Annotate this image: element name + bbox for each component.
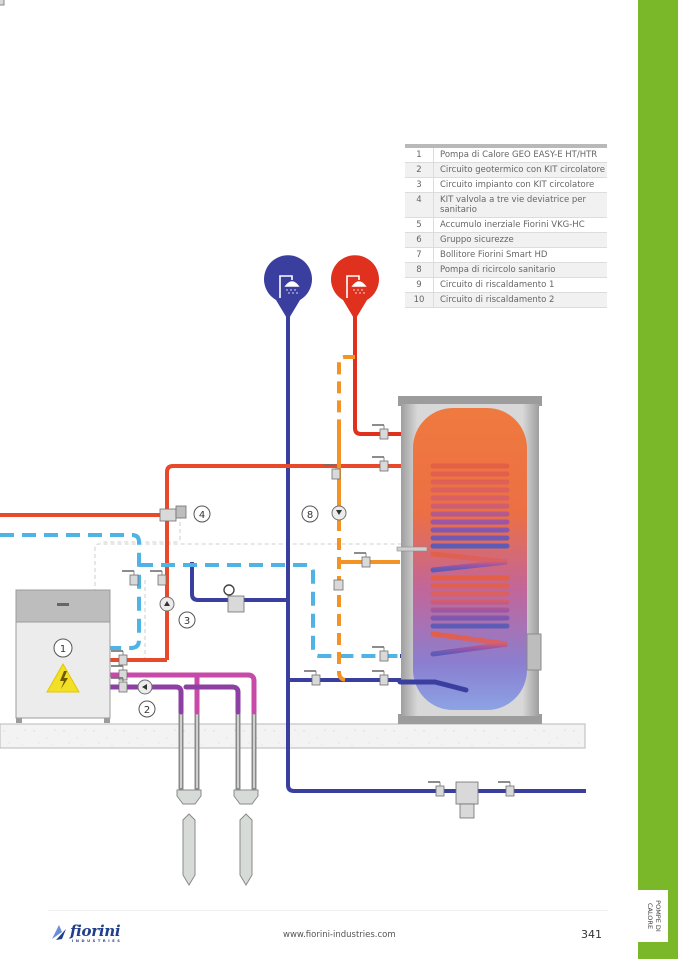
legend-number: 3 [405, 177, 434, 193]
legend-number: 2 [405, 162, 434, 178]
legend-number: 6 [405, 232, 434, 248]
recirculation-line [337, 355, 400, 682]
svg-text:8: 8 [307, 510, 313, 521]
legend-label: Circuito geotermico con KIT circolatore [433, 162, 607, 178]
callout-8: 8 [301, 505, 319, 523]
hydraulic-diagram: 1 2 3 4 8 [0, 0, 586, 886]
legend-label: Pompa di ricircolo sanitario [433, 262, 607, 278]
callout-2: 2 [138, 700, 156, 718]
hot-water-cylinder [396, 396, 542, 724]
hot-shower-marker [331, 255, 380, 320]
legend-number: 4 [405, 192, 434, 218]
geothermal-probes [176, 710, 259, 886]
legend-label: Circuito di riscaldamento 2 [433, 292, 607, 308]
return-line-dashed [0, 533, 400, 658]
legend-number: 10 [405, 292, 434, 308]
brand-name: fiorini [70, 922, 121, 940]
legend-label: Pompa di Calore GEO EASY-E HT/HTR [433, 146, 607, 163]
hot-water-lines [0, 312, 466, 662]
legend-number: 5 [405, 217, 434, 233]
control-wiring [94, 515, 420, 660]
legend-label: Circuito di riscaldamento 1 [433, 277, 607, 293]
brand-logo: fiorini INDUSTRIES [50, 922, 140, 944]
legend-number: 7 [405, 247, 434, 263]
pressure-gauge [223, 584, 235, 596]
website-link[interactable]: www.fiorini-industries.com [283, 930, 396, 940]
heating-coil [430, 463, 510, 657]
callout-4: 4 [193, 505, 211, 523]
section-sidebar [638, 0, 678, 959]
callouts: 1 2 3 4 8 [53, 505, 319, 718]
section-label: POMPE DI CALORE [646, 900, 662, 932]
section-tab[interactable]: POMPE DI CALORE [638, 890, 668, 942]
page-number: 341 [581, 928, 602, 941]
circulator-pumps [137, 505, 347, 695]
high-voltage-warning-icon [46, 662, 80, 693]
brand-sub: INDUSTRIES [72, 939, 123, 943]
svg-text:2: 2 [144, 705, 150, 716]
geothermal-circuit [105, 672, 257, 715]
shower-icon [346, 275, 367, 298]
footer-divider [48, 910, 608, 911]
legend-label: Circuito impianto con KIT circolatore [433, 177, 607, 193]
legend-label: Bollitore Fiorini Smart HD [433, 247, 607, 263]
legend-number: 8 [405, 262, 434, 278]
floor-slab [0, 723, 586, 749]
legend-number: 9 [405, 277, 434, 293]
svg-text:3: 3 [184, 616, 190, 627]
legend-label: Gruppo sicurezze [433, 232, 607, 248]
svg-text:4: 4 [199, 510, 205, 521]
legend-label: KIT valvola a tre vie deviatrice per san… [433, 192, 607, 218]
legend-label: Accumulo inerziale Fiorini VKG-HC [433, 217, 607, 233]
callout-3: 3 [178, 611, 196, 629]
shower-icon [279, 275, 300, 298]
svg-text:1: 1 [60, 644, 66, 655]
legend-number: 1 [405, 146, 434, 163]
logo-mark-icon [52, 925, 66, 940]
cold-shower-marker [263, 255, 312, 320]
callout-1: 1 [53, 638, 73, 658]
ball-valves [0, 0, 515, 819]
